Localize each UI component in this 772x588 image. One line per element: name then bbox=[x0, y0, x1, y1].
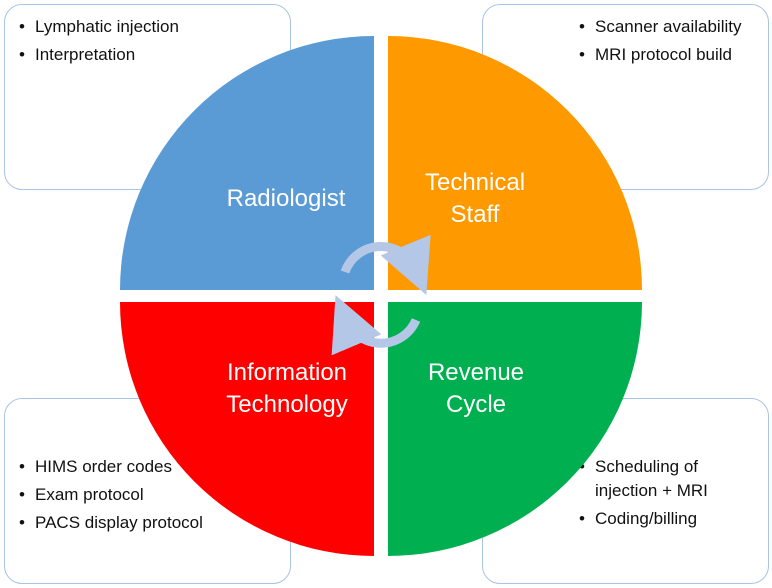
information-technology-label-line1: Information bbox=[227, 359, 347, 386]
bullet-item: Scanner availability bbox=[579, 15, 760, 39]
radiologist-label: Radiologist bbox=[227, 185, 346, 212]
bullet-item: Coding/billing bbox=[579, 507, 760, 531]
cycle-arrow-top bbox=[340, 234, 431, 295]
technical-staff-label-line1: Technical bbox=[425, 169, 525, 196]
bullet-item: HIMS order codes bbox=[19, 455, 282, 479]
revenue-cycle-label-line2: Cycle bbox=[446, 391, 506, 418]
bullet-item: PACS display protocol bbox=[19, 511, 282, 535]
bullet-item: MRI protocol build bbox=[579, 43, 760, 67]
information-technology-quadrant bbox=[120, 302, 374, 556]
bullet-item: Exam protocol bbox=[19, 483, 282, 507]
technical-staff-quadrant bbox=[388, 36, 642, 290]
technical-staff-label-line2: Staff bbox=[451, 201, 500, 228]
cycle-arrow-bottom bbox=[331, 295, 421, 356]
bullet-item: Scheduling of injection + MRI bbox=[579, 455, 760, 503]
bullet-item: Interpretation bbox=[19, 43, 282, 67]
bullet-item: Lymphatic injection bbox=[19, 15, 282, 39]
revenue-cycle-quadrant bbox=[388, 302, 642, 556]
information-technology-label-line2: Technology bbox=[226, 391, 347, 418]
radiologist-quadrant bbox=[120, 36, 374, 290]
revenue-cycle-label-line1: Revenue bbox=[428, 359, 524, 386]
